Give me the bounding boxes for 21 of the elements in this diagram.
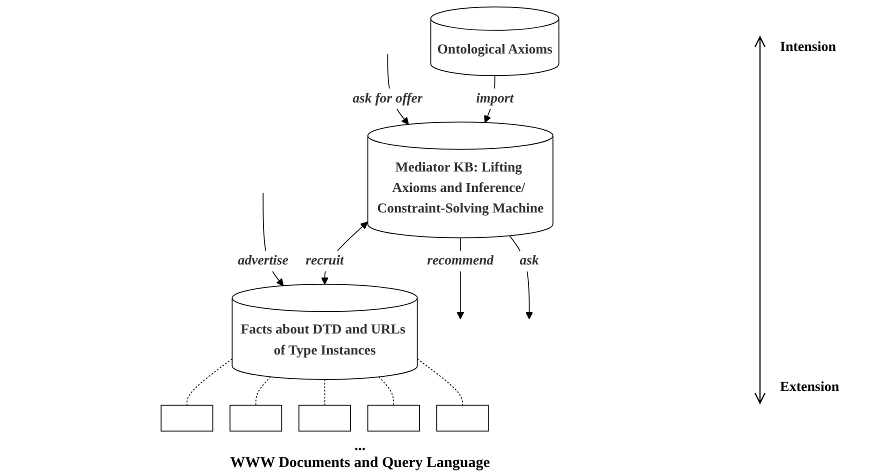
connector xyxy=(378,376,394,406)
ellipsis-text: ... xyxy=(354,438,366,455)
edge-label: recruit xyxy=(306,253,344,268)
edge-label: ask xyxy=(520,253,539,268)
node-box xyxy=(436,404,489,432)
node-box xyxy=(298,404,351,432)
node-box xyxy=(160,404,214,432)
bottom-end-label: Extension xyxy=(780,380,840,396)
arrow xyxy=(509,235,534,320)
node-box xyxy=(367,404,420,432)
edge-label: import xyxy=(476,91,514,106)
connector xyxy=(255,376,271,406)
connector xyxy=(416,358,463,406)
edge-label: ask for offer xyxy=(352,91,423,106)
edge-label: recommend xyxy=(427,253,494,268)
node-box xyxy=(230,404,282,432)
top-end-label: Intension xyxy=(780,40,836,56)
group-caption: WWW Documents and Query Language xyxy=(230,455,490,472)
connector xyxy=(186,358,233,406)
edge-label: advertise xyxy=(238,253,288,268)
connector xyxy=(324,379,326,406)
